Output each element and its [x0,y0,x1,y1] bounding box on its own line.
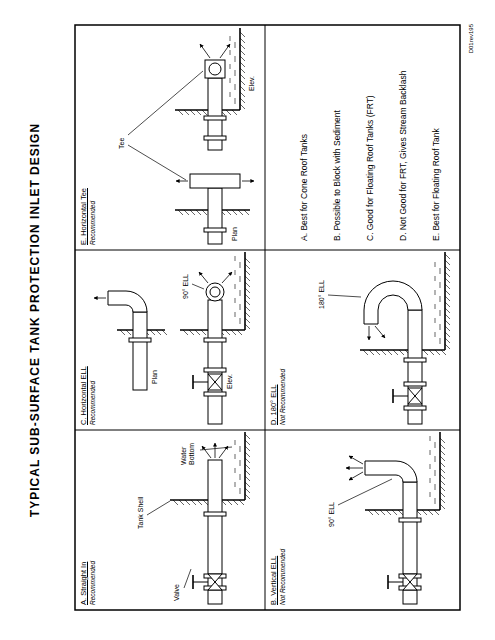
recommendation-note: Not Recommended [279,255,286,425]
recommendation-note: Not Recommended [279,435,286,605]
legend-note: D. Not Good for FRT, Gives Stream Backla… [399,70,408,242]
view-label: Plan [151,369,159,385]
drawing-code: D01rev195 [468,23,475,105]
legend-note: E. Best for Floating Roof Tank [432,127,441,242]
recommendation-note: Recommended [89,435,96,605]
panel-heading: C. Horizontal ELL [79,255,88,425]
part-label: Water Bottom [180,431,195,466]
part-label: 90° ELL [182,273,190,300]
legend-note: A. Best for Cone Roof Tanks [300,133,309,242]
part-label: 90° ELL [328,501,336,528]
view-label: Elev. [248,75,256,92]
legend-note: C. Good for Floating Roof Tanks (FRT) [366,94,375,242]
recommendation-note: Recommended [89,255,96,425]
part-label: Tee [118,137,126,150]
part-label: Valve [173,583,181,602]
panel-heading: E. Horizontal Tee [79,30,88,245]
panel-heading: D. 180° ELL [269,255,278,425]
figure-panel: C. Horizontal ELLRecommended [75,250,265,430]
view-label: Plan [231,226,239,242]
figure-panel: A. Straight InRecommended [75,430,265,610]
page-title: TYPICAL SUB-SURFACE TANK PROTECTION INLE… [28,0,42,640]
view-label: Elev. [226,373,234,390]
part-label: Tank Shell [137,496,145,530]
figure-panel: D. 180° ELLNot Recommended [265,250,460,430]
panel-heading: B. Vertical ELL [269,435,278,605]
recommendation-note: Recommended [89,30,96,245]
figure-panel: E. Horizontal TeeRecommended [75,25,265,250]
part-label: 180° ELL [318,279,326,310]
legend-note: B. Possible to Block with Sediment [333,109,342,242]
figure-panel: B. Vertical ELLNot Recommended [265,430,460,610]
inlet-drawings [75,25,460,610]
panel-heading: A. Straight In [79,435,88,605]
